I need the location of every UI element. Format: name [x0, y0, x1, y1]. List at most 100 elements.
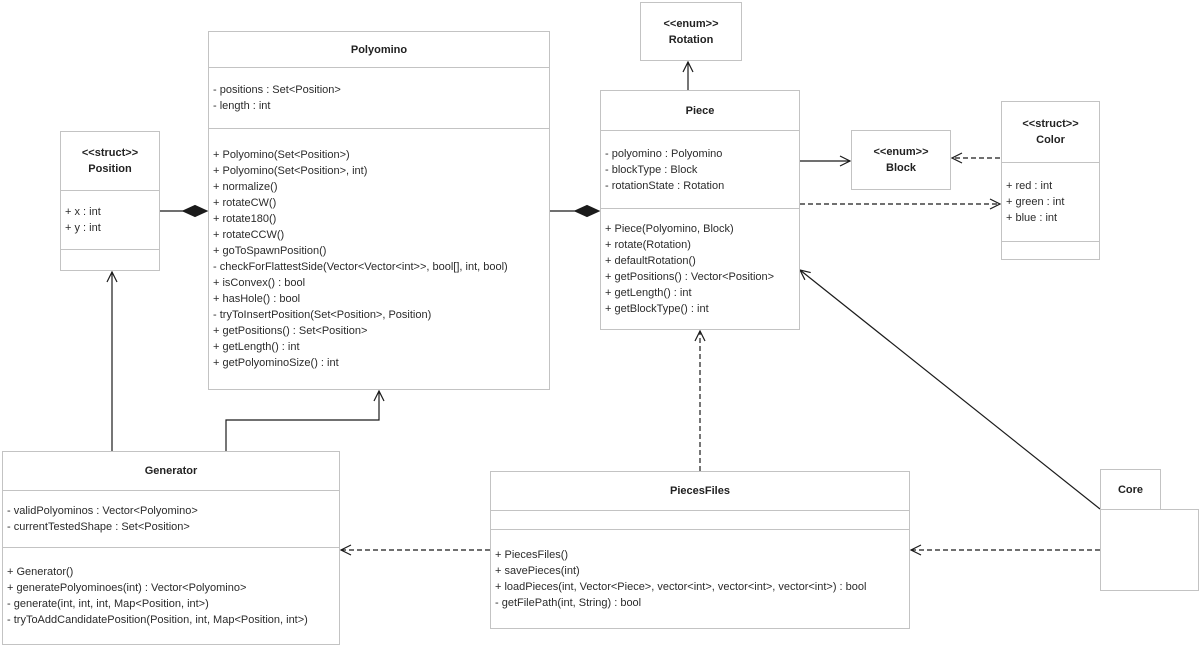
association-piece-rotation — [682, 60, 694, 90]
member: + getPositions() : Vector<Position> — [605, 271, 775, 283]
open-arrowhead-icon — [339, 544, 352, 556]
member: - validPolyominos : Vector<Polyomino> — [7, 505, 198, 517]
stereotype: <<enum>> — [873, 146, 929, 158]
class-title: <<enum>> Block — [852, 131, 950, 189]
stereotype: <<struct>> — [1022, 118, 1079, 130]
class-piecesfiles: PiecesFiles + PiecesFiles() + savePieces(… — [490, 471, 910, 629]
class-title: PiecesFiles — [491, 472, 909, 511]
attributes-compartment: + x : int + y : int — [61, 191, 159, 250]
association-generator-polyomino — [225, 389, 385, 451]
member: - checkForFlattestSide(Vector<Vector<int… — [213, 261, 508, 273]
member: + rotateCW() — [213, 197, 277, 209]
association-piece-block — [800, 155, 852, 167]
member: + normalize() — [213, 181, 278, 193]
member: - getFilePath(int, String) : bool — [495, 597, 642, 609]
attributes-compartment: - validPolyominos : Vector<Polyomino> - c… — [3, 491, 339, 548]
open-arrowhead-icon — [909, 544, 922, 556]
dependency-piece-color — [800, 198, 1002, 210]
member: - tryToInsertPosition(Set<Position>, Pos… — [213, 309, 432, 321]
open-arrowhead-icon — [839, 155, 852, 167]
open-arrowhead-icon — [694, 329, 706, 342]
attributes-compartment: - polyomino : Polyomino - blockType : Blo… — [601, 131, 799, 209]
attributes-compartment — [491, 511, 909, 530]
member: + loadPieces(int, Vector<Piece>, vector<… — [495, 581, 867, 593]
methods-compartment: + Piece(Polyomino, Block)+ rotate(Rotati… — [601, 209, 799, 329]
class-name: Polyomino — [350, 43, 408, 56]
member: - polyomino : Polyomino — [605, 147, 723, 160]
member: + Generator() — [7, 566, 74, 578]
member: - tryToAddCandidatePosition(Position, in… — [7, 614, 308, 626]
class-name: Generator — [144, 465, 198, 477]
class-title: <<enum>> Rotation — [641, 3, 741, 60]
dependency-piecesfiles-piece — [694, 329, 706, 471]
class-name: Piece — [685, 104, 715, 117]
package-core-tab: Core — [1100, 469, 1161, 510]
methods-compartment: + Generator() + generatePolyominoes(int) … — [3, 548, 339, 644]
member: + getPolyominoSize() : int — [213, 357, 339, 369]
member: + generatePolyominoes(int) : Vector<Poly… — [7, 582, 247, 594]
open-arrowhead-icon — [106, 270, 118, 283]
member: + blue : int — [1006, 212, 1058, 224]
member: - currentTestedShape : Set<Position> — [7, 521, 190, 533]
dependency-piecesfiles-generator — [339, 544, 490, 556]
member: + rotate180() — [213, 213, 277, 225]
dependency-color-block — [950, 152, 1000, 164]
class-generator: Generator - validPolyominos : Vector<Pol… — [2, 451, 340, 645]
member: + defaultRotation() — [605, 255, 696, 267]
member: - generate(int, int, int, Map<Position, … — [7, 598, 209, 610]
member: + getLength() : int — [213, 341, 300, 353]
member: + Polyomino(Set<Position>, int) — [213, 165, 368, 177]
member: + rotateCCW() — [213, 229, 285, 241]
methods-compartment-empty — [1002, 242, 1099, 259]
member: + Polyomino(Set<Position>) — [213, 149, 350, 161]
member: - blockType : Block — [605, 163, 698, 176]
package-name: Core — [1117, 483, 1144, 496]
class-title: <<struct>> Position — [61, 132, 159, 191]
member: + Piece(Polyomino, Block) — [605, 223, 734, 235]
class-color: <<struct>> Color + red : int+ green : in… — [1001, 101, 1100, 260]
member: + getLength() : int — [605, 287, 692, 299]
class-name: Color — [1036, 134, 1065, 146]
class-name: PiecesFiles — [670, 485, 730, 497]
member: + y : int — [65, 222, 101, 234]
stereotype: <<struct>> — [81, 147, 139, 159]
composition-diamond — [573, 204, 601, 218]
association-core-piece — [798, 269, 1101, 510]
attributes-compartment: + red : int+ green : int+ blue : int — [1002, 163, 1099, 242]
class-name: Block — [886, 162, 916, 174]
open-arrowhead-icon — [989, 198, 1002, 210]
class-rotation: <<enum>> Rotation — [640, 2, 742, 61]
methods-compartment: + PiecesFiles() + savePieces(int) + loadPi… — [491, 530, 909, 628]
composition-diamond — [181, 204, 209, 218]
methods-compartment-empty — [61, 250, 159, 270]
member: + goToSpawnPosition() — [213, 245, 327, 257]
member: + red : int — [1006, 180, 1053, 192]
member: + isConvex() : bool — [213, 277, 306, 289]
attributes-compartment: - positions : Set<Position> - length : in… — [209, 68, 549, 129]
stereotype: <<enum>> — [663, 17, 719, 30]
member: + savePieces(int) — [495, 565, 580, 577]
member: + PiecesFiles() — [495, 549, 569, 561]
composition-polyomino-position — [160, 204, 209, 218]
class-name: Rotation — [668, 33, 714, 46]
member: + getBlockType() : int — [605, 303, 709, 315]
class-piece: Piece - polyomino : Polyomino - blockType… — [600, 90, 800, 330]
member: + hasHole() : bool — [213, 293, 301, 305]
class-title: Piece — [601, 91, 799, 131]
open-arrowhead-icon — [682, 60, 694, 73]
open-arrowhead-icon — [798, 269, 811, 281]
member: + getPositions() : Set<Position> — [213, 325, 368, 337]
class-title: <<struct>> Color — [1002, 102, 1099, 163]
class-name: Position — [88, 163, 132, 175]
composition-piece-polyomino — [550, 204, 601, 218]
association-generator-position — [106, 270, 118, 451]
class-title: Generator — [3, 452, 339, 491]
open-arrowhead-icon — [950, 152, 963, 164]
open-arrowhead-icon — [373, 389, 385, 402]
member: - positions : Set<Position> — [213, 84, 341, 96]
member: - length : int — [213, 100, 271, 112]
member: + x : int — [65, 206, 101, 218]
class-polyomino: Polyomino - positions : Set<Position> - l… — [208, 31, 550, 390]
